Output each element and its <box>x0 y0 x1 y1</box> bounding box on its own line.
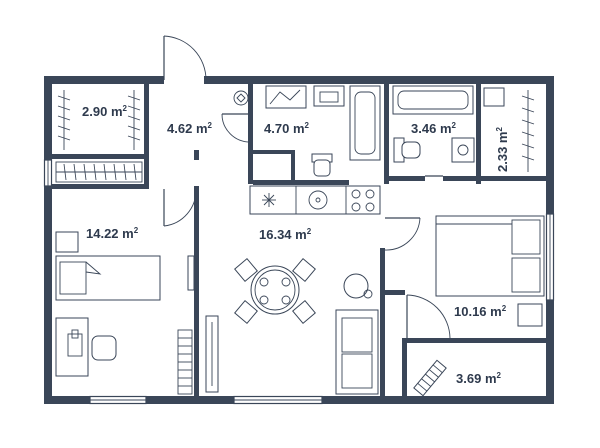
interior-walls <box>52 84 546 396</box>
bathroom-fixtures <box>233 85 505 177</box>
area-label-balcony: 3.69 m2 <box>456 371 502 386</box>
area-label-closet-1: 2.90 m2 <box>82 104 128 119</box>
area-label-hall: 4.62 m2 <box>167 121 213 136</box>
kitchen <box>249 185 381 215</box>
area-label-closet-2: 2.33 m2 <box>495 127 510 173</box>
wardrobes <box>55 90 535 395</box>
balcony-furniture <box>413 359 447 397</box>
area-label-bathroom: 4.70 m2 <box>264 121 310 136</box>
area-label-bedroom-2: 10.16 m2 <box>454 304 507 319</box>
area-label-bedroom-1: 14.22 m2 <box>86 226 139 241</box>
doors <box>163 35 451 339</box>
area-label-toilet: 3.46 m2 <box>411 121 457 136</box>
area-labels: 2.90 m2 4.62 m2 4.70 m2 3.46 m2 2.33 m2 … <box>82 104 510 386</box>
bedroom-2-furniture <box>435 215 545 327</box>
area-label-kitchen-living: 16.34 m2 <box>259 227 312 242</box>
exterior-walls <box>44 76 554 404</box>
windows <box>43 159 555 405</box>
living-furniture <box>205 258 379 395</box>
bedroom-1-furniture <box>55 231 195 377</box>
